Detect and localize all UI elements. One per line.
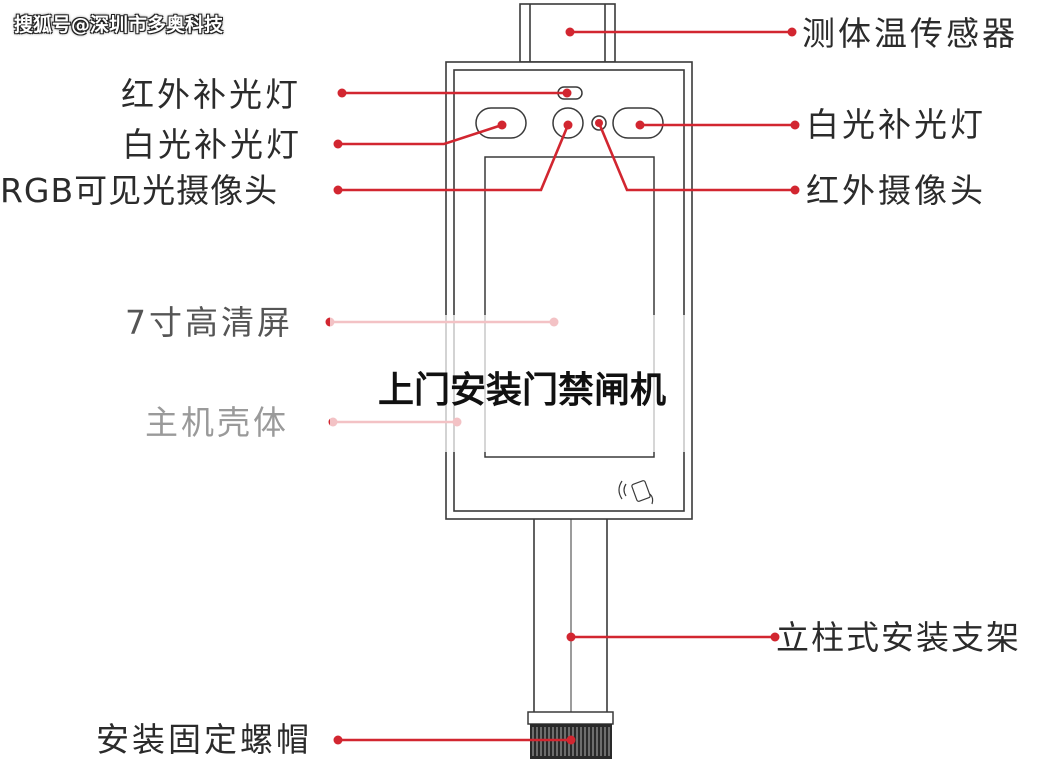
label-white-fill-light-right: 白光补光灯	[806, 105, 986, 144]
label-ir-camera: 红外摄像头	[806, 171, 986, 210]
title-overlay-backdrop	[330, 315, 690, 452]
label-screen: 7寸高清屏	[125, 303, 293, 342]
nfc-card-icon	[618, 480, 654, 505]
label-fixing-nut: 安装固定螺帽	[96, 720, 312, 759]
watermark: 搜狐号@深圳市多奥科技	[14, 14, 224, 36]
fixing-nut	[527, 711, 614, 759]
label-temperature-sensor: 测体温传感器	[802, 14, 1018, 53]
overlay-title-text: 上门安装门禁闸机	[378, 370, 667, 411]
label-white-fill-light-left: 白光补光灯	[122, 125, 302, 164]
label-pole-bracket: 立柱式安装支架	[776, 618, 1021, 657]
label-rgb-camera: RGB可见光摄像头	[0, 171, 279, 210]
pole-bracket	[533, 519, 608, 712]
label-ir-fill-light: 红外补光灯	[121, 75, 301, 114]
label-housing: 主机壳体	[145, 403, 289, 442]
